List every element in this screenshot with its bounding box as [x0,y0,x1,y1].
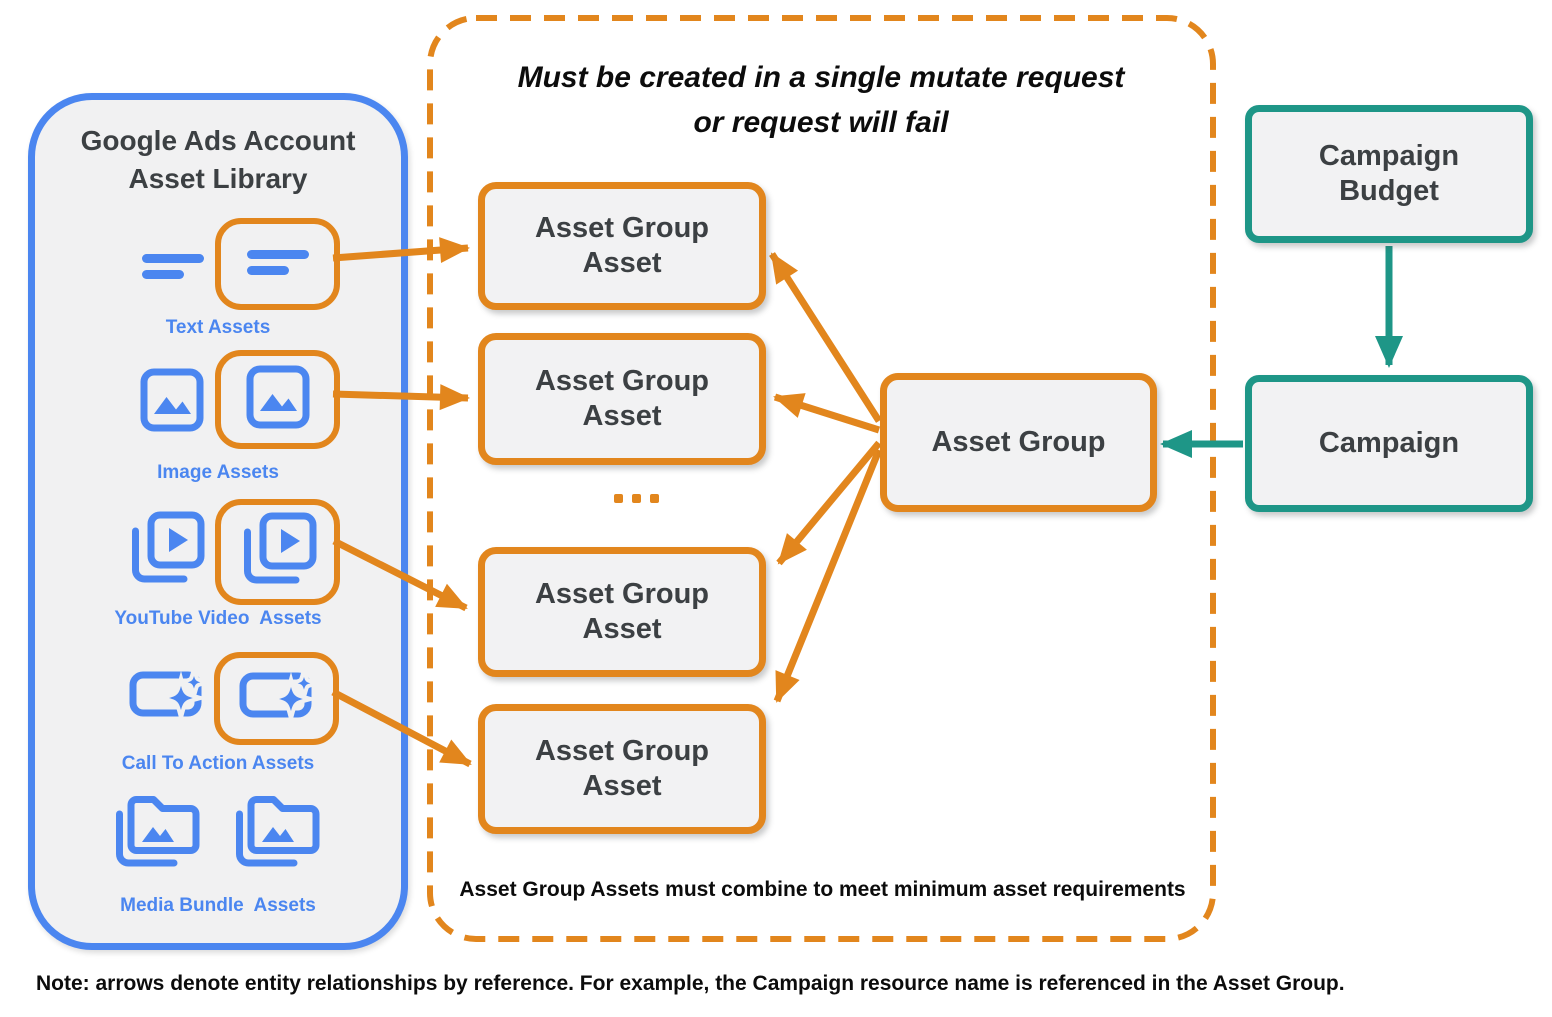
asset-group-box: Asset Group [880,373,1157,512]
arrow-text-to-asset [332,237,470,264]
arrow-group-to-asset-2 [773,393,881,434]
image-asset-icon [140,368,204,437]
mutate-request-footer: Asset Group Assets must combine to meet … [459,878,1186,901]
arrow-cta-to-asset [331,688,472,768]
arrow-group-to-asset-3 [776,440,882,566]
footnote: Note: arrows denote entity relationships… [36,972,1345,995]
youtube-video-asset-highlight-box [215,499,340,605]
library-title-line1: Google Ads Account [80,125,356,156]
campaign-label: Campaign [1318,426,1460,459]
call-to-action-asset-icon [129,661,215,731]
asset-group-asset-box-2: Asset Group Asset [478,333,766,465]
youtube-video-asset-icon [239,511,317,594]
campaign-box: Campaign [1245,375,1533,512]
youtube-video-assets-label: YouTube Video Assets [114,608,322,629]
asset-group-asset-label: Asset Group Asset [534,577,710,645]
mutate-request-title-line2: or request will fail [693,106,949,139]
asset-group-asset-label: Asset Group Asset [534,211,710,279]
asset-group-asset-box-3: Asset Group Asset [478,547,766,677]
arrow-group-to-asset-1 [769,252,882,423]
arrow-video-to-asset [332,537,468,612]
text-asset-highlight-box [215,218,340,310]
youtube-video-asset-icon [127,510,205,593]
text-asset-icon [142,252,204,285]
library-title-line2: Asset Library [128,162,308,194]
mutate-request-dashed-border [427,15,1216,942]
asset-group-asset-label: Asset Group Asset [534,734,710,802]
media-bundle-assets-label: Media Bundle Assets [120,895,316,916]
ellipsis: ... [614,494,734,508]
asset-group-asset-label: Asset Group Asset [534,364,710,432]
asset-group-label: Asset Group [931,425,1106,458]
library-title: Google Ads Account Asset Library [35,122,401,198]
ellipsis-dot [650,494,659,503]
image-assets-label: Image Assets [157,462,279,483]
asset-library-panel: Google Ads Account Asset Library Text As… [28,93,408,950]
mutate-request-title: Must be created in a single mutate reque… [451,55,1191,145]
ellipsis-dot [632,494,641,503]
asset-group-asset-box-4: Asset Group Asset [478,704,766,834]
mutate-request-title-line1: Must be created in a single mutate reque… [517,61,1125,94]
call-to-action-assets-label: Call To Action Assets [121,753,315,774]
arrow-image-to-asset [332,384,470,411]
text-asset-icon [246,248,309,281]
call-to-action-asset-highlight-box [214,652,339,745]
ellipsis-dot [614,494,623,503]
media-bundle-asset-icon [230,790,324,877]
campaign-budget-label: Campaign Budget [1318,139,1460,207]
arrow-group-to-asset-4 [773,448,883,703]
media-bundle-asset-icon [110,790,204,877]
text-assets-label: Text Assets [165,317,271,338]
image-asset-highlight-box [215,350,340,449]
campaign-budget-box: Campaign Budget [1245,105,1533,243]
image-asset-icon [246,365,310,434]
asset-group-asset-box-1: Asset Group Asset [478,182,766,310]
call-to-action-asset-icon [239,662,325,732]
